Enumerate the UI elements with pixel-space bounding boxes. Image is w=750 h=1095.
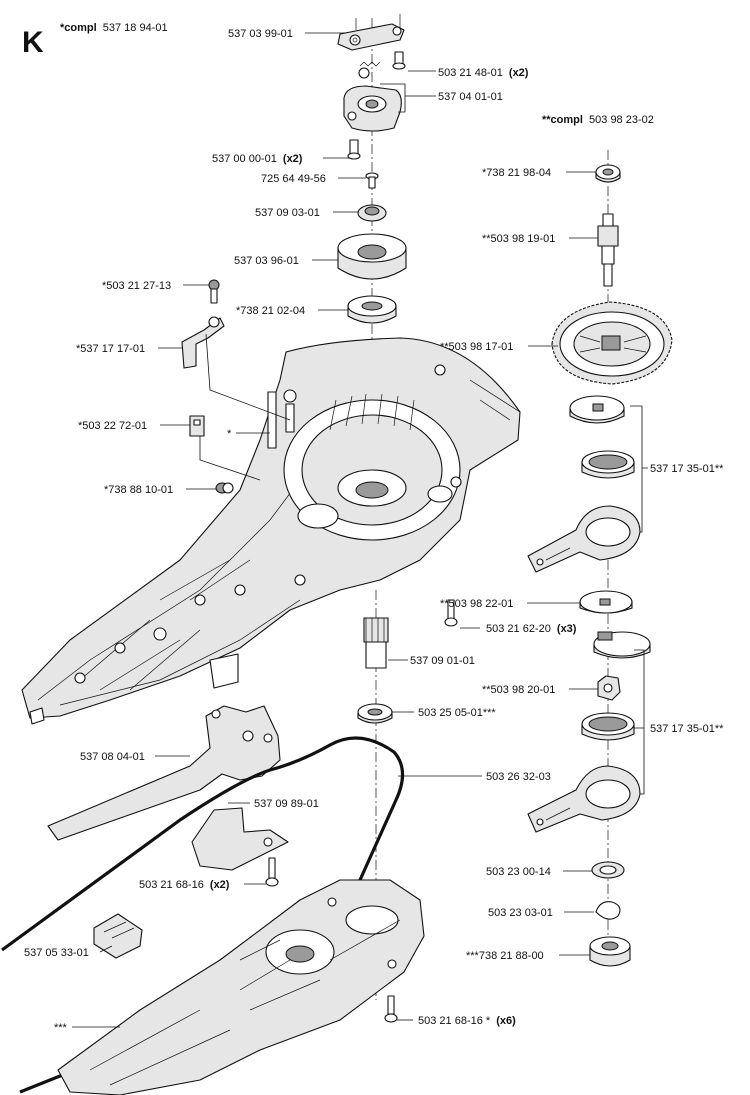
label-503-21-68-16-a-qty: (x2) <box>210 879 230 891</box>
lever-537-17-17-01 <box>181 316 225 369</box>
disc-503-98-17-upper <box>569 395 625 424</box>
label-738-21-88-00: ***738 21 88-00 <box>466 950 544 962</box>
label-537-17-17-01: *537 17 17-01 <box>76 343 145 355</box>
lever-537-04-01-01 <box>343 85 402 132</box>
label-503-23-00-14: 503 23 00-14 <box>486 866 551 878</box>
block-537-05-33-01 <box>93 913 143 959</box>
label-537-03-99-01: 537 03 99-01 <box>228 28 293 40</box>
bearing-738-21-02-04 <box>347 295 397 324</box>
label-537-04-01-01: 537 04 01-01 <box>438 91 503 103</box>
label-503-25-05-01: 503 25 05-01*** <box>418 707 496 719</box>
label-503-21-48-01: 503 21 48-01 (x2) <box>438 67 529 79</box>
label-503-21-68-16-a-number: 503 21 68-16 <box>139 879 204 891</box>
label-537-00-00-01-number: 537 00 00-01 <box>212 153 277 165</box>
label-star: * <box>227 428 232 440</box>
disc-lower <box>593 631 651 659</box>
bearing-738-21-98-04 <box>595 164 621 183</box>
label-503-21-27-13: *503 21 27-13 <box>102 280 171 292</box>
bearing-503-25-05-01 <box>357 703 393 724</box>
screw-537-00-00-01 <box>347 139 361 160</box>
label-537-00-00-01-qty: (x2) <box>283 153 303 165</box>
kit-right-prefix: **compl <box>542 114 583 126</box>
label-537-03-96-01: 537 03 96-01 <box>234 255 299 267</box>
leader-lines <box>72 32 648 1028</box>
nipple-738-88-10-01 <box>215 482 234 494</box>
washer-503-23-00-14 <box>591 861 625 879</box>
label-503-26-32-03: 503 26 32-03 <box>486 771 551 783</box>
cup-537-03-96-01 <box>337 233 407 280</box>
bearing-738-21-88-00 <box>589 936 631 967</box>
screw-503-21-27-13 <box>208 279 220 304</box>
label-503-21-62-20-number: 503 21 62-20 <box>486 623 551 635</box>
bearing-537-17-35-01-a <box>581 450 635 479</box>
label-537-09-89-01: 537 09 89-01 <box>254 798 319 810</box>
label-537-17-35-01-a: 537 17 35-01** <box>650 463 724 475</box>
nut-503-98-20-01 <box>597 675 621 701</box>
label-537-05-33-01: 537 05 33-01 <box>24 947 89 959</box>
label-503-21-68-16-b-qty: (x6) <box>496 1015 516 1027</box>
gear-503-98-17-01 <box>551 301 673 385</box>
kit-label-left: *compl 537 18 94-01 <box>60 22 168 34</box>
label-537-09-01-01: 537 09 01-01 <box>410 655 475 667</box>
label-738-88-10-01: *738 88 10-01 <box>104 484 173 496</box>
label-738-21-98-04: *738 21 98-04 <box>482 167 551 179</box>
clip-503-23-03-01 <box>595 901 621 920</box>
shaft-503-98-19-01 <box>597 213 619 287</box>
label-503-98-20-01: **503 98 20-01 <box>482 684 555 696</box>
label-503-21-62-20-qty: (x3) <box>557 623 577 635</box>
gear-housing <box>21 337 521 725</box>
screw-503-21-68-16-b <box>384 995 398 1023</box>
label-537-00-00-01: 537 00 00-01 (x2) <box>212 153 303 165</box>
part-labels: 537 03 99-01 503 21 48-01 (x2) 537 04 01… <box>24 28 724 1034</box>
label-725-64-49-56: 725 64 49-56 <box>261 173 326 185</box>
spring-pin <box>358 61 381 79</box>
kit-right-number: 503 98 23-02 <box>589 114 654 126</box>
plate-537-08-04-01 <box>47 705 281 841</box>
washer-537-09-03-01 <box>357 204 387 222</box>
kit-label-right: **compl 503 98 23-02 <box>542 114 654 126</box>
clip-503-22-72-01 <box>189 415 205 437</box>
label-503-22-72-01: *503 22 72-01 <box>78 420 147 432</box>
label-738-21-02-04: *738 21 02-04 <box>236 305 305 317</box>
label-503-98-19-01: **503 98 19-01 <box>482 233 555 245</box>
label-503-98-17-01: **503 98 17-01 <box>440 341 513 353</box>
label-503-21-68-16-a: 503 21 68-16 (x2) <box>139 879 230 891</box>
screw-503-21-62-20 <box>444 599 458 627</box>
screw-725-64-49-56 <box>365 172 379 189</box>
arm-lower <box>527 765 641 833</box>
bracket-537-09-89-01 <box>191 807 289 871</box>
pinion-537-09-01-01 <box>363 617 389 669</box>
pivot-plate-537-03-99-01 <box>337 23 405 51</box>
screw-503-21-48-01 <box>392 51 406 70</box>
label-537-08-04-01: 537 08 04-01 <box>80 751 145 763</box>
label-503-23-03-01: 503 23 03-01 <box>488 907 553 919</box>
kit-left-prefix: *compl <box>60 22 97 34</box>
label-triple-star: *** <box>54 1022 68 1034</box>
kit-left-number: 537 18 94-01 <box>103 22 168 34</box>
label-503-21-62-20: 503 21 62-20 (x3) <box>486 623 577 635</box>
label-503-21-68-16-b-number: 503 21 68-16 * <box>418 1015 491 1027</box>
label-503-21-48-01-qty: (x2) <box>509 67 529 79</box>
bottom-cover <box>57 879 425 1095</box>
bearing-537-17-35-01-b <box>581 712 635 741</box>
label-503-21-68-16-b: 503 21 68-16 * (x6) <box>418 1015 516 1027</box>
screw-503-21-68-16-a <box>265 857 279 887</box>
label-503-21-48-01-number: 503 21 48-01 <box>438 67 503 79</box>
label-537-09-03-01: 537 09 03-01 <box>255 207 320 219</box>
section-letter: K <box>22 26 44 59</box>
label-503-98-22-01: **503 98 22-01 <box>440 598 513 610</box>
label-537-17-35-01-b: 537 17 35-01** <box>650 723 724 735</box>
arm-upper <box>527 505 641 573</box>
disc-503-98-22-01 <box>579 590 633 614</box>
